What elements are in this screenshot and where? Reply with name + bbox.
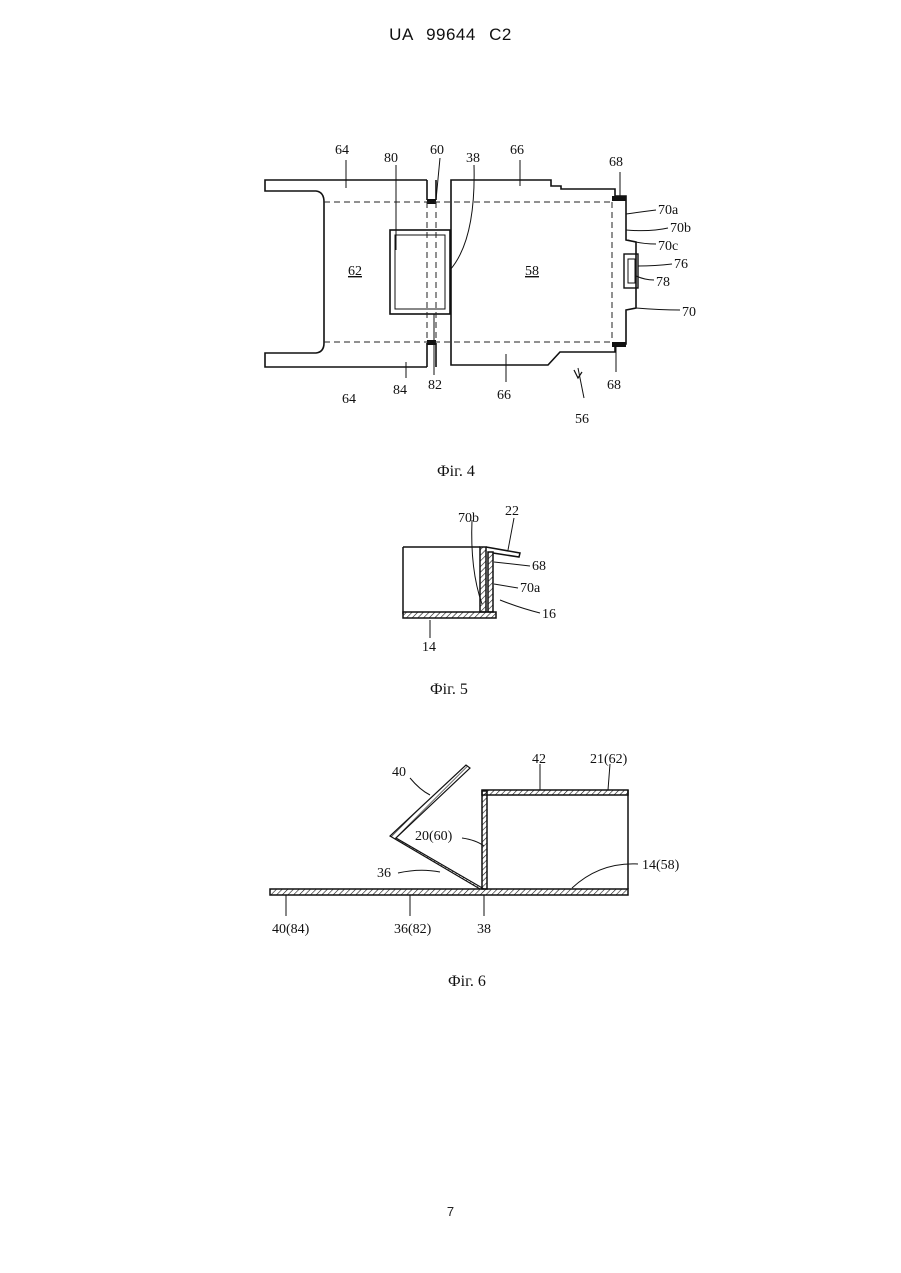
fig4-label-64-bottom: 64 — [342, 392, 356, 407]
fig6-label-36-82: 36(82) — [394, 922, 432, 937]
fig4-label-76: 76 — [674, 257, 688, 272]
fig6-label-20-60: 20(60) — [415, 829, 453, 844]
fig4-label-38: 38 — [466, 151, 480, 166]
fig4-label-68-top: 68 — [609, 155, 623, 170]
fig6-label-14-58: 14(58) — [642, 858, 680, 873]
fig5-label-22: 22 — [505, 504, 519, 519]
fig5-label-14: 14 — [422, 640, 436, 655]
page-number: 7 — [0, 1204, 901, 1219]
fig4-label-70c: 70c — [658, 239, 678, 254]
fig6-label-38: 38 — [477, 922, 491, 937]
figure-5-drawing — [403, 518, 540, 638]
fig4-label-66-bottom: 66 — [497, 388, 511, 403]
fig4-label-66-top: 66 — [510, 143, 524, 158]
fig5-label-70b: 70b — [458, 511, 479, 526]
fig4-label-68-bottom: 68 — [607, 378, 621, 393]
fig6-label-36: 36 — [377, 866, 391, 881]
panel-58-outline — [451, 180, 636, 365]
fig6-label-40: 40 — [392, 765, 406, 780]
fig4-label-80: 80 — [384, 151, 398, 166]
fig6-label-21-62: 21(62) — [590, 752, 628, 767]
fig4-label-62: 62 — [348, 264, 362, 279]
figure-6-drawing — [270, 764, 638, 916]
fig4-label-70b: 70b — [670, 221, 691, 236]
fig5-label-16: 16 — [542, 607, 556, 622]
figure-4-leaders — [346, 158, 680, 398]
fig4-label-60: 60 — [430, 143, 444, 158]
figure-5-caption: Фiг. 5 — [430, 681, 468, 698]
fig4-label-70: 70 — [682, 305, 696, 320]
window-opening — [390, 230, 450, 314]
fig4-label-78: 78 — [656, 275, 670, 290]
fig4-label-70a: 70a — [658, 203, 679, 218]
figure-4-drawing — [265, 180, 638, 367]
figure-6-caption: Фiг. 6 — [448, 973, 486, 990]
fig4-label-82: 82 — [428, 378, 442, 393]
figure-4-caption: Фiг. 4 — [437, 463, 475, 480]
figure-4-fold-lines — [324, 202, 612, 342]
fig4-label-84: 84 — [393, 383, 407, 398]
fig6-label-42: 42 — [532, 752, 546, 767]
fig5-label-68: 68 — [532, 559, 546, 574]
fig6-label-40-84: 40(84) — [272, 922, 310, 937]
figure-6-labels: 40 42 21(62) 20(60) 36 14(58) 40(84) 36(… — [272, 752, 680, 990]
fig5-label-70a: 70a — [520, 581, 541, 596]
fig4-label-56: 56 — [575, 412, 589, 427]
panel-62-outline — [265, 180, 427, 367]
fig4-label-64-top: 64 — [335, 143, 349, 158]
fig4-label-58: 58 — [525, 264, 539, 279]
figure-4-labels: 64 80 60 38 66 68 62 58 70a 70b 70c 76 7… — [335, 143, 696, 480]
